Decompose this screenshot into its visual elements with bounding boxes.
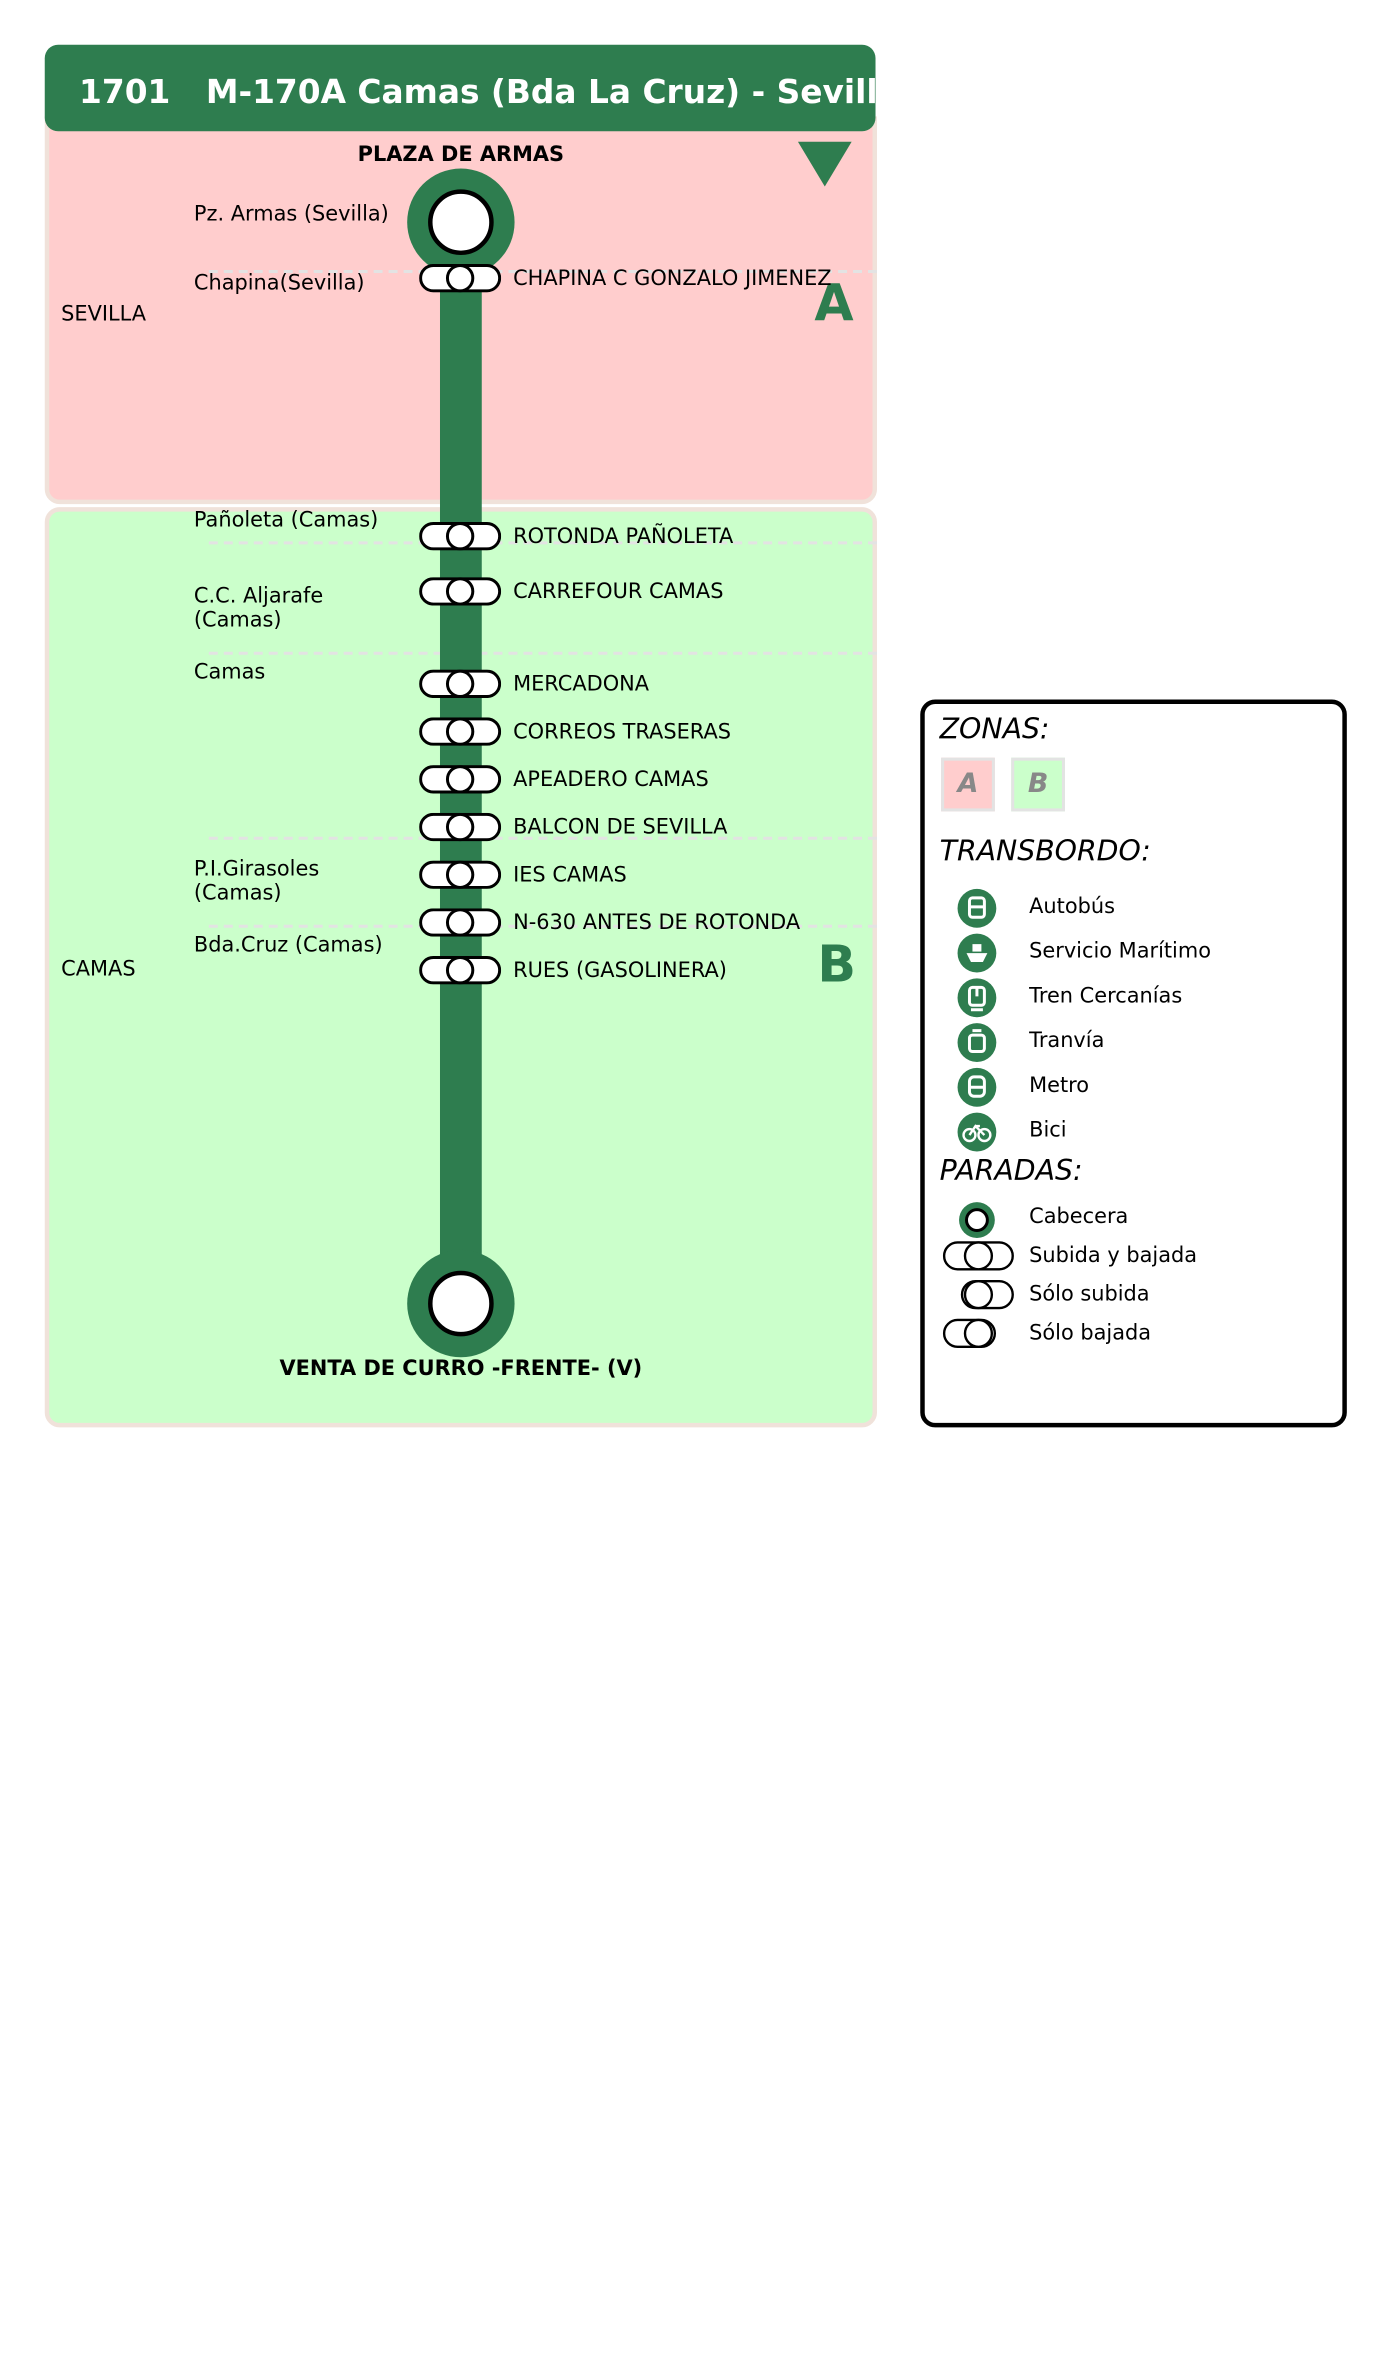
zone-b-letter: B — [817, 935, 857, 995]
route-number: 1701 — [79, 74, 171, 112]
board-only-stop-symbol-icon — [960, 1280, 1015, 1316]
stop-marker — [419, 717, 502, 746]
terminal-stop-origin — [407, 168, 515, 276]
stop-name: MERCADONA — [513, 672, 650, 697]
stop-name: ROTONDA PAÑOLETA — [513, 525, 734, 549]
legend-stops-title: PARADAS: — [939, 1154, 1083, 1188]
alight-only-stop-symbol-icon — [942, 1318, 997, 1354]
legend-transfer-label: Metro — [1029, 1073, 1090, 1098]
zone-a-letter: A — [814, 274, 854, 335]
town-label-camas: CAMAS — [61, 957, 136, 982]
stop-name: RUES (GASOLINERA) — [513, 959, 727, 983]
stop-marker — [419, 669, 502, 699]
stop-name: N-630 ANTES DE ROTONDA — [513, 911, 801, 936]
zone-separator — [208, 924, 878, 928]
stop-marker — [419, 263, 502, 293]
municipality-label: C.C. Aljarafe (Camas) — [193, 584, 324, 633]
legend-transfer-title: TRANSBORDO: — [939, 835, 1151, 869]
terminal-stop-destination — [407, 1249, 515, 1358]
stop-marker — [419, 908, 502, 937]
stop-name: BALCON DE SEVILLA — [513, 815, 728, 840]
stop-marker — [419, 956, 502, 985]
legend-panel: ZONAS: A B TRANSBORDO: Autobús Servicio … — [920, 699, 1347, 1428]
zone-separator — [208, 269, 878, 273]
stop-marker — [419, 577, 502, 606]
municipality-label: Bda.Cruz (Camas) — [193, 933, 383, 958]
zone-separator — [208, 651, 878, 655]
train-icon — [957, 978, 997, 1018]
route-header: 1701 M-170A Camas (Bda La Cruz) - Sevill… — [44, 44, 876, 132]
stop-name: CARREFOUR CAMAS — [513, 580, 724, 605]
municipality-label: Chapina(Sevilla) — [193, 271, 365, 296]
bike-icon — [957, 1112, 997, 1152]
zone-separator — [208, 541, 878, 545]
metro-icon — [957, 1067, 997, 1107]
stop-marker — [419, 812, 502, 842]
stop-name: APEADERO CAMAS — [513, 768, 709, 792]
stop-marker — [419, 860, 502, 889]
stop-name: IES CAMAS — [513, 863, 627, 888]
town-label-sevilla: SEVILLA — [61, 302, 147, 327]
legend-transfer-label: Tranvía — [1029, 1029, 1105, 1053]
board-alight-stop-symbol-icon — [942, 1241, 1015, 1277]
terminal-stop-symbol-icon — [958, 1201, 997, 1246]
legend-zones-title: ZONAS: — [939, 712, 1050, 746]
legend-transfer-label: Servicio Marítimo — [1029, 939, 1211, 964]
stop-name: CHAPINA C GONZALO JIMENEZ — [513, 266, 832, 291]
stop-name: CORREOS TRASERAS — [513, 720, 731, 745]
boat-icon — [957, 933, 997, 973]
legend-transfer-label: Autobús — [1029, 894, 1115, 919]
legend-zone-chip-b: B — [1011, 757, 1065, 812]
legend-stop-type-label: Sólo subida — [1029, 1282, 1150, 1307]
destination-label: VENTA DE CURRO -FRENTE- (V) — [279, 1357, 643, 1382]
stop-marker — [419, 765, 502, 794]
municipality-label: Pañoleta (Camas) — [193, 508, 379, 533]
legend-transfer-label: Bici — [1029, 1118, 1067, 1143]
direction-arrow-icon — [797, 141, 852, 187]
legend-stop-type-label: Cabecera — [1029, 1205, 1129, 1229]
route-name: M-170A Camas (Bda La Cruz) - Sevilla — [205, 74, 876, 112]
bus-icon — [957, 888, 997, 928]
route-line — [439, 220, 482, 1298]
municipality-label: Pz. Armas (Sevilla) — [193, 202, 389, 227]
municipality-label: Camas — [193, 660, 266, 685]
tram-icon — [957, 1023, 997, 1062]
legend-stop-type-label: Sólo bajada — [1029, 1321, 1152, 1346]
zone-separator — [208, 836, 878, 840]
legend-zone-chip-a: A — [941, 757, 995, 812]
legend-stop-type-label: Subida y bajada — [1029, 1243, 1198, 1268]
municipality-label: P.I.Girasoles (Camas) — [193, 857, 320, 906]
legend-transfer-label: Tren Cercanías — [1029, 984, 1183, 1009]
origin-label: PLAZA DE ARMAS — [357, 143, 565, 168]
stop-marker — [419, 522, 502, 551]
